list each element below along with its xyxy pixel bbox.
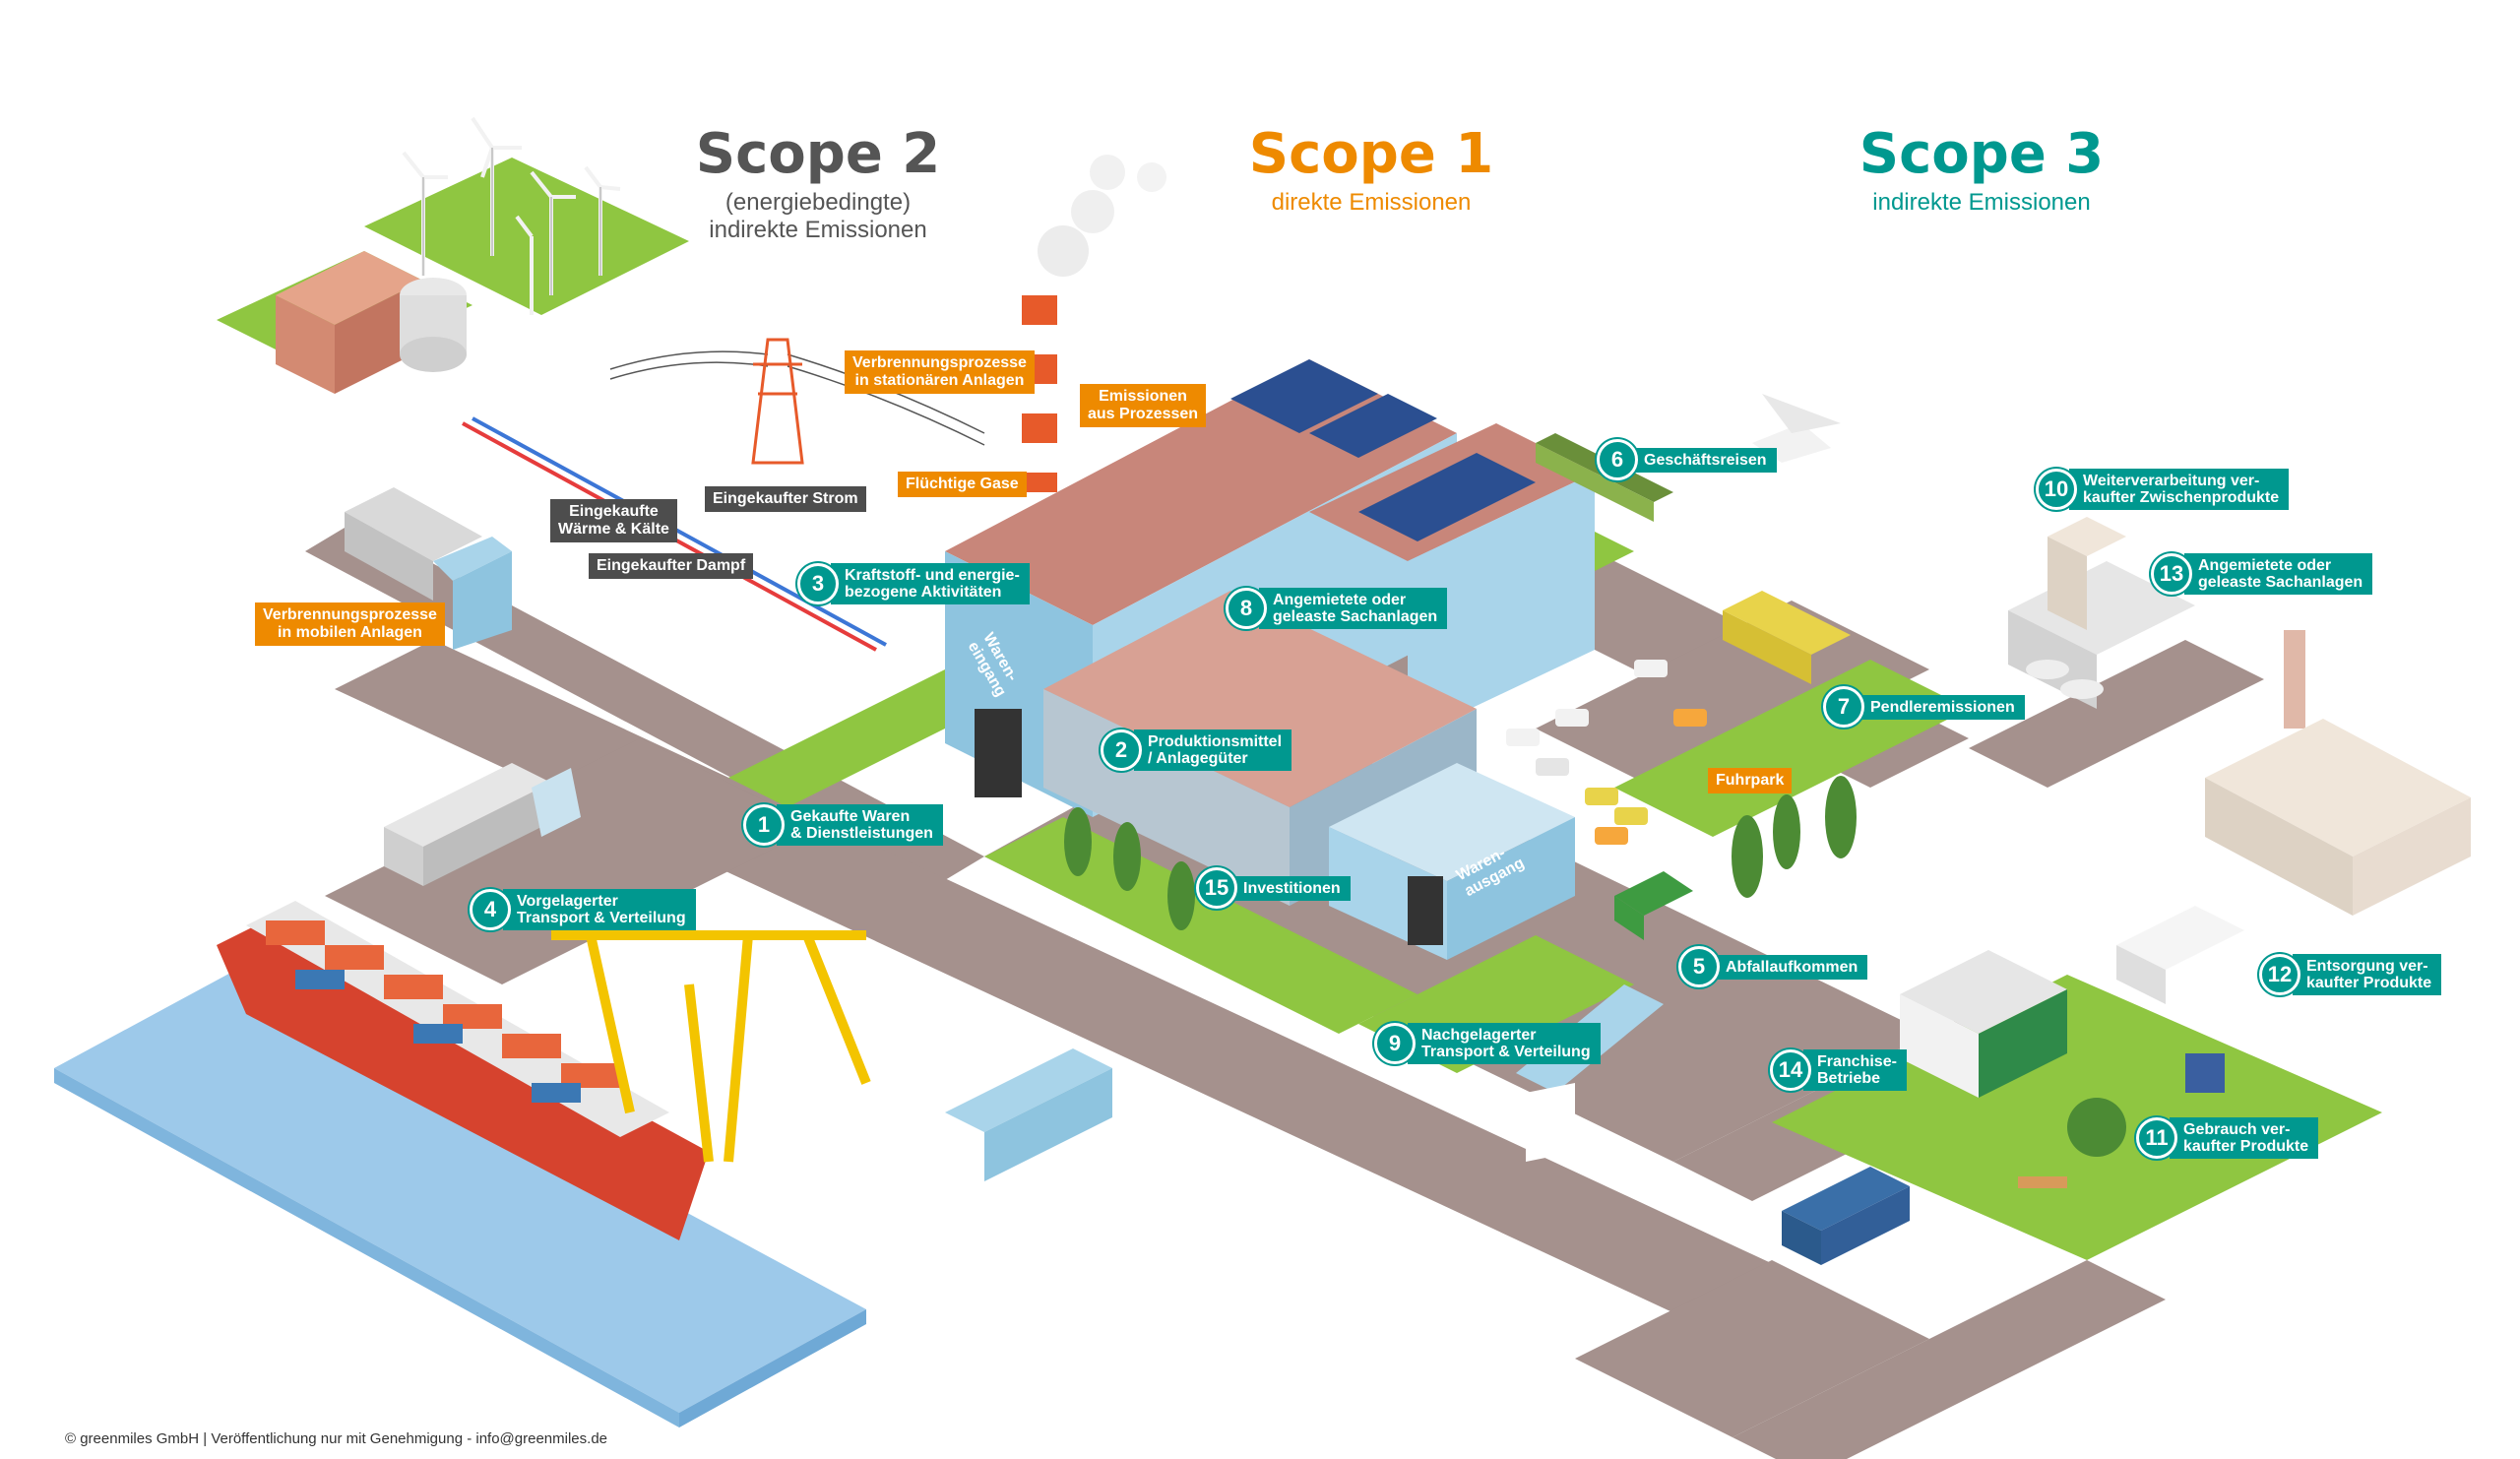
category-10-number: 10: [2036, 469, 2077, 510]
truck-blue: [935, 1048, 1112, 1196]
category-12-number: 12: [2259, 954, 2300, 995]
category-1-number: 1: [743, 804, 785, 846]
scope1-title: Scope 1: [1248, 122, 1494, 186]
waste-bin: [2185, 1053, 2225, 1093]
category-3-number: 3: [797, 563, 839, 604]
scope3-heading: Scope 3 indirekte Emissionen: [1775, 124, 2188, 217]
category-10: 10 Weiterverarbeitung ver-kaufter Zwisch…: [2036, 469, 2290, 510]
scope1-heading: Scope 1 direkte Emissionen: [1165, 124, 1578, 217]
category-7-number: 7: [1823, 686, 1864, 728]
harbor-water: [54, 970, 866, 1413]
category-13-number: 13: [2151, 553, 2192, 595]
category-5: 5 Abfallaufkommen: [1678, 946, 1868, 987]
chimney: [1022, 155, 1166, 492]
label-fuhrpark: Fuhrpark: [1708, 768, 1793, 793]
category-1: 1 Gekaufte Waren& Dienstleistungen: [743, 804, 943, 846]
container-ship: [217, 901, 709, 1240]
category-12: 12 Entsorgung ver-kaufter Produkte: [2259, 954, 2442, 995]
scope3-title: Scope 3: [1858, 122, 2105, 186]
category-11-number: 11: [2136, 1117, 2177, 1159]
category-3: 3 Kraftstoff- und energie-bezogene Aktiv…: [797, 563, 1030, 604]
goods-inbound-door: [975, 709, 1022, 797]
category-8-number: 8: [1226, 588, 1267, 629]
category-2-number: 2: [1101, 730, 1142, 771]
park-bench: [2018, 1176, 2067, 1188]
copyright-footer: © greenmiles GmbH | Veröffentlichung nur…: [65, 1430, 608, 1447]
label-eingekaufter-strom: Eingekaufter Strom: [705, 486, 866, 512]
processing-plant: [2008, 517, 2195, 709]
scope1-sub1: direkte Emissionen: [1271, 189, 1472, 216]
power-pylon: [751, 338, 804, 465]
category-7: 7 Pendleremissionen: [1823, 686, 2025, 728]
power-plant: [276, 251, 467, 394]
scope2-heading: Scope 2 (energiebedingte) indirekte Emis…: [611, 124, 1025, 244]
category-2: 2 Produktionsmittel/ Anlagegüter: [1101, 730, 1292, 771]
category-14: 14 Franchise-Betriebe: [1770, 1049, 1907, 1091]
category-9-number: 9: [1374, 1023, 1416, 1064]
roads: [305, 522, 2264, 1459]
label-eingekaufter-dampf: Eingekaufter Dampf: [589, 553, 754, 579]
category-15-number: 15: [1196, 867, 1237, 909]
gantry-crane: [551, 930, 871, 1163]
category-5-number: 5: [1678, 946, 1720, 987]
scope3-sub1: indirekte Emissionen: [1872, 189, 2091, 216]
cars: [1506, 660, 1707, 845]
category-14-number: 14: [1770, 1049, 1811, 1091]
garbage-truck: [2116, 906, 2244, 1004]
disposal-plant: [2205, 719, 2471, 916]
warehouse-out: [1329, 763, 1575, 960]
scope2-sub1: (energiebedingte): [724, 189, 912, 216]
category-4-number: 4: [470, 889, 511, 930]
category-11: 11 Gebrauch ver-kaufter Produkte: [2136, 1117, 2319, 1159]
factory-wing: [1309, 423, 1595, 738]
van: [1782, 1167, 1910, 1265]
truck-mobile: [345, 487, 512, 650]
label-fluechtige-gase: Flüchtige Gase: [898, 472, 1027, 497]
scope2-title: Scope 2: [695, 122, 941, 186]
bus: [1723, 591, 1851, 684]
truck-upstream: [384, 763, 581, 886]
second-chimney: [2284, 630, 2305, 729]
category-6-number: 6: [1597, 439, 1638, 480]
scope2-sub2: indirekte Emissionen: [709, 217, 927, 243]
trees: [1064, 776, 2126, 1157]
category-15: 15 Investitionen: [1196, 867, 1351, 909]
waste-containers: [1614, 871, 1693, 940]
franchise-shop: [1900, 950, 2067, 1098]
category-6: 6 Geschäftsreisen: [1597, 439, 1777, 480]
